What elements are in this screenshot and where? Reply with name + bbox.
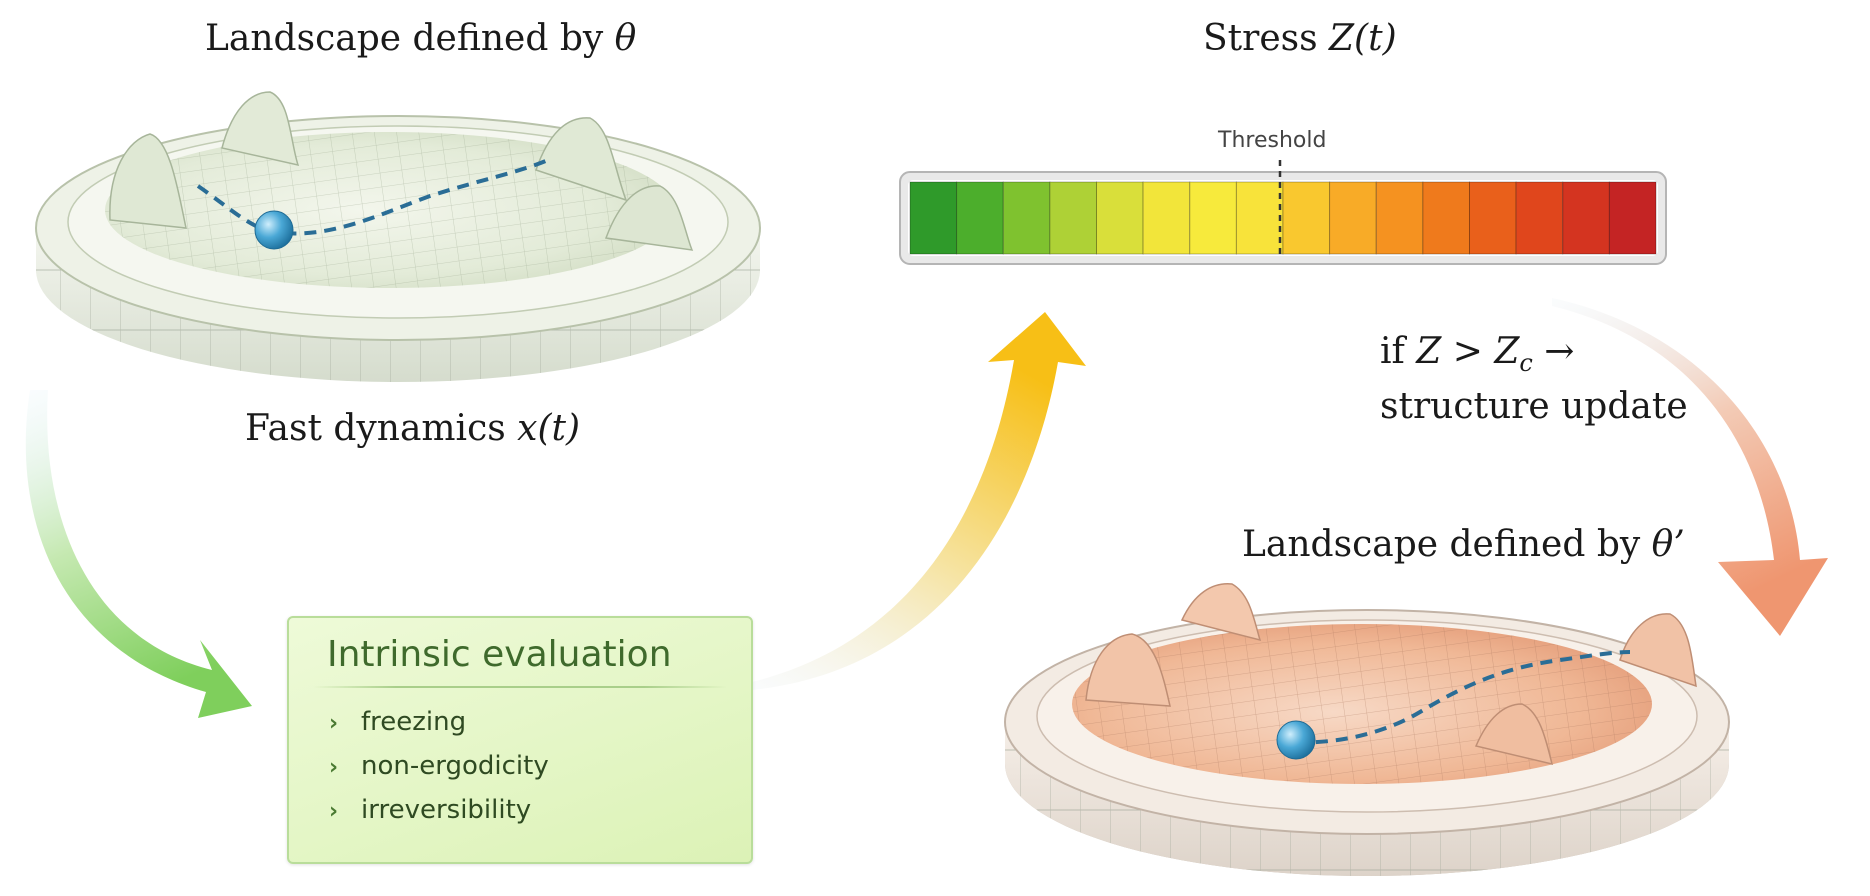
stress-bar-segment <box>1329 181 1377 255</box>
stress-bar-segment <box>1235 181 1284 255</box>
state-ball-2 <box>1276 720 1316 760</box>
evaluation-item: › non-ergodicity <box>329 744 549 788</box>
fast-dynamics-symbol: x(t) <box>517 408 581 449</box>
condition-prefix: if <box>1380 331 1417 372</box>
stress-bar-segment <box>1002 181 1051 255</box>
threshold-label: Threshold <box>1218 128 1327 153</box>
stress-symbol: Z(t) <box>1329 18 1397 59</box>
condition-var: Z <box>1416 331 1442 372</box>
trajectory-path <box>196 158 549 236</box>
stress-bar-segment <box>1515 181 1564 255</box>
stress-bar <box>899 160 1667 265</box>
theta-prime-symbol: θ’ <box>1651 524 1685 565</box>
evaluation-item-label: non-ergodicity <box>361 751 549 781</box>
stress-bar-segment <box>956 181 1004 255</box>
arrow-to-stress <box>752 312 1086 690</box>
evaluation-item-label: irreversibility <box>361 795 532 825</box>
landscape-theta <box>35 91 761 382</box>
landscape-theta-prime-title-text: Landscape defined by <box>1242 524 1652 565</box>
landscape-theta-prime <box>1004 583 1730 876</box>
evaluation-item-label: freezing <box>361 707 467 737</box>
evaluation-title: Intrinsic evaluation <box>327 634 672 675</box>
stress-bar-segment <box>1562 181 1610 255</box>
stress-bar-segment <box>1189 181 1237 255</box>
intrinsic-evaluation-box: Intrinsic evaluation › freezing › non-ergo… <box>287 616 753 864</box>
evaluation-list: › freezing › non-ergodicity › irreversibili… <box>329 700 549 832</box>
arrow-to-evaluation <box>25 390 252 718</box>
arrow-to-update <box>1552 298 1828 636</box>
trajectory-path-2 <box>1295 650 1631 745</box>
update-condition-line1: if Z > Zc → <box>1380 330 1688 385</box>
stress-bar-segment <box>1142 181 1191 255</box>
evaluation-divider <box>313 686 727 688</box>
chevron-right-icon: › <box>329 755 339 780</box>
evaluation-item: › irreversibility <box>329 788 549 832</box>
fast-dynamics-label: Fast dynamics x(t) <box>245 408 580 449</box>
chevron-right-icon: › <box>329 799 339 824</box>
stress-bar-segment <box>909 181 958 255</box>
stress-title: Stress Z(t) <box>1203 18 1397 59</box>
landscape-theta-title: Landscape defined by θ <box>205 18 636 59</box>
theta-symbol: θ <box>614 18 637 59</box>
landscape-theta-title-text: Landscape defined by <box>205 18 615 59</box>
landscape-theta-prime-title: Landscape defined by θ’ <box>1242 524 1685 565</box>
condition-subscript: c <box>1519 349 1533 378</box>
condition-operator: > <box>1441 331 1495 372</box>
stress-bar-segment <box>1375 181 1424 255</box>
chevron-right-icon: › <box>329 711 339 736</box>
condition-threshold-var: Z <box>1494 331 1520 372</box>
update-condition-label: if Z > Zc → structure update <box>1380 330 1688 429</box>
stress-bar-segment <box>1049 181 1098 255</box>
condition-arrow: → <box>1532 331 1575 372</box>
stress-bar-segment <box>1469 181 1517 255</box>
stress-bar-segment <box>1608 181 1657 255</box>
stress-bar-segment <box>1096 181 1144 255</box>
fast-dynamics-text: Fast dynamics <box>245 408 518 449</box>
evaluation-item: › freezing <box>329 700 549 744</box>
stress-title-text: Stress <box>1203 18 1330 59</box>
stress-bar-segment <box>1282 181 1331 255</box>
state-ball <box>254 210 294 250</box>
update-condition-line2: structure update <box>1380 386 1688 428</box>
stress-bar-segment <box>1422 181 1471 255</box>
